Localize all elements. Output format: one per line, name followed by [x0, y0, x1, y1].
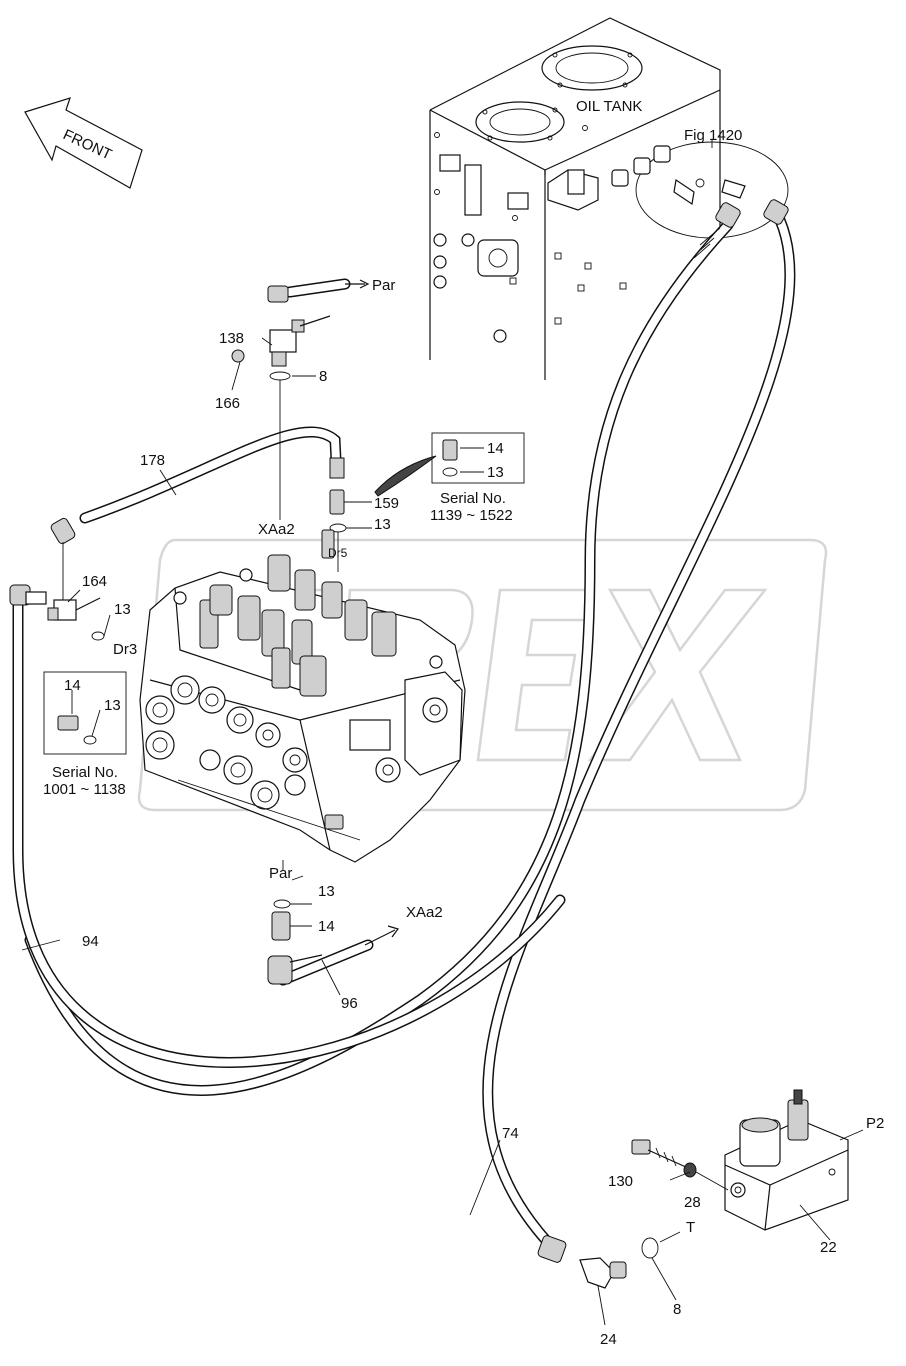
xaa2-top-label: XAa2: [258, 521, 295, 538]
callout-74: 74: [502, 1125, 519, 1142]
callout-166: 166: [215, 395, 240, 412]
hose-178-fitting: [329, 457, 345, 479]
callout-159: 159: [374, 495, 399, 512]
dr5-label: Dr5: [328, 546, 348, 560]
callout-14-box-b: 14: [64, 677, 81, 694]
hose-unnamed-tank: [24, 219, 734, 1096]
callout-24: 24: [600, 1331, 617, 1348]
callout-94: 94: [82, 933, 99, 950]
callout-14-box-a: 14: [487, 440, 504, 457]
p2-port-label: P2: [866, 1115, 884, 1132]
callout-13-box-b: 13: [104, 697, 121, 714]
dr3-label: Dr3: [113, 641, 137, 658]
tee-164: [47, 517, 111, 641]
front-arrow: FRONT: [24, 97, 143, 189]
serial-b-title: Serial No.: [52, 764, 118, 781]
par-fitting-bottom: [267, 860, 399, 986]
callout-8-bottom: 8: [673, 1301, 681, 1318]
callout-178: 178: [140, 452, 165, 469]
fig-1420-label: Fig 1420: [684, 127, 742, 144]
callout-28: 28: [684, 1194, 701, 1211]
callout-130: 130: [608, 1173, 633, 1190]
callout-22: 22: [820, 1239, 837, 1256]
oil-tank-label: OIL TANK: [576, 98, 642, 115]
serial-box-b: [43, 671, 127, 755]
serial-b-range: 1001 ~ 1138: [43, 781, 126, 798]
callout-13-box-a: 13: [487, 464, 504, 481]
tank-fitting-left: [715, 202, 741, 228]
solenoid-valve-22: [724, 1089, 849, 1231]
par-fitting-top: [231, 278, 370, 520]
hose-178: [79, 426, 342, 524]
par-bottom-label: Par: [269, 865, 292, 882]
bolt-130: [631, 1139, 729, 1191]
serial-a-title: Serial No.: [440, 490, 506, 507]
callout-8-top: 8: [319, 368, 327, 385]
serial-a-range: 1139 ~ 1522: [430, 507, 513, 524]
xaa2-bottom-label: XAa2: [406, 904, 443, 921]
hose-74: [482, 214, 796, 1256]
par-top-label: Par: [372, 277, 395, 294]
hose-94-adapter: [25, 591, 47, 605]
callout-13-left: 13: [114, 601, 131, 618]
control-valve: [139, 529, 466, 863]
callout-13-mid: 13: [374, 516, 391, 533]
elbow-24: [537, 1231, 681, 1289]
callout-164: 164: [82, 573, 107, 590]
fig-1420-detail: [611, 140, 789, 239]
oil-tank: [429, 17, 721, 380]
t-port-label: T: [686, 1219, 695, 1236]
callout-138: 138: [219, 330, 244, 347]
serial-box-a: [374, 432, 525, 497]
hose-94: [12, 594, 566, 1068]
leader-lines: [21, 337, 864, 1326]
fitting-159: [329, 489, 345, 515]
hose-braid: [693, 227, 721, 259]
callout-96: 96: [341, 995, 358, 1012]
callout-13-bottom: 13: [318, 883, 335, 900]
callout-14-bottom: 14: [318, 918, 335, 935]
tank-fitting-right: [763, 199, 789, 225]
